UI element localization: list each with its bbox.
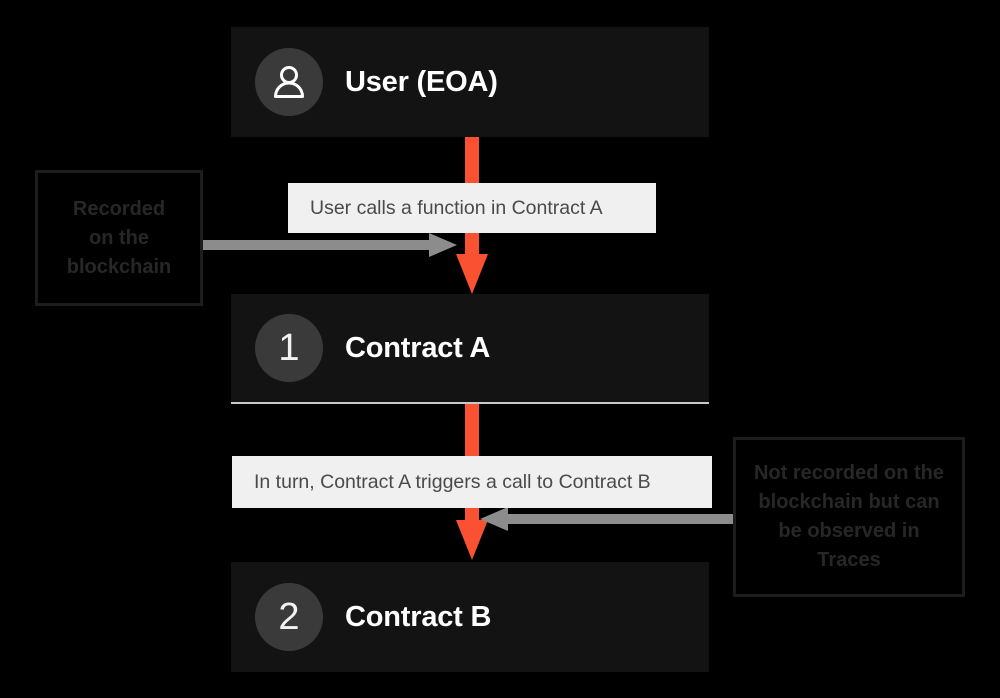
caption-user-calls-contract-a: User calls a function in Contract A <box>288 183 656 233</box>
node-user[interactable]: User (EOA) <box>231 27 709 137</box>
note-recorded-line-2: on the <box>89 226 149 249</box>
note-right-pointer-arrow-icon <box>478 506 734 532</box>
step-number-badge-2: 2 <box>255 583 323 651</box>
note-left-pointer-arrow-icon <box>203 232 457 258</box>
node-contract-b[interactable]: 2 Contract B <box>231 562 709 672</box>
note-not-recorded-line-3: be observed in <box>778 520 920 542</box>
note-recorded-on-blockchain: Recorded on the blockchain <box>35 170 203 306</box>
note-recorded-line-3: blockchain <box>66 255 172 278</box>
node-contract-b-label: Contract B <box>345 600 492 633</box>
note-not-recorded-on-blockchain: Not recorded on the blockchain but can b… <box>733 437 965 597</box>
node-user-label: User (EOA) <box>345 65 498 98</box>
caption-contract-a-triggers-contract-b: In turn, Contract A triggers a call to C… <box>232 456 712 508</box>
node-contract-a-label: Contract A <box>345 331 491 364</box>
person-icon <box>255 48 323 116</box>
note-recorded-line-1: Recorded <box>72 197 166 220</box>
node-contract-a[interactable]: 1 Contract A <box>231 294 709 404</box>
step-number-badge-1: 1 <box>255 314 323 382</box>
note-not-recorded-line-1: Not recorded on the <box>753 462 944 484</box>
note-not-recorded-line-2: blockchain but can <box>758 491 940 513</box>
note-not-recorded-line-4: Traces <box>817 549 881 571</box>
